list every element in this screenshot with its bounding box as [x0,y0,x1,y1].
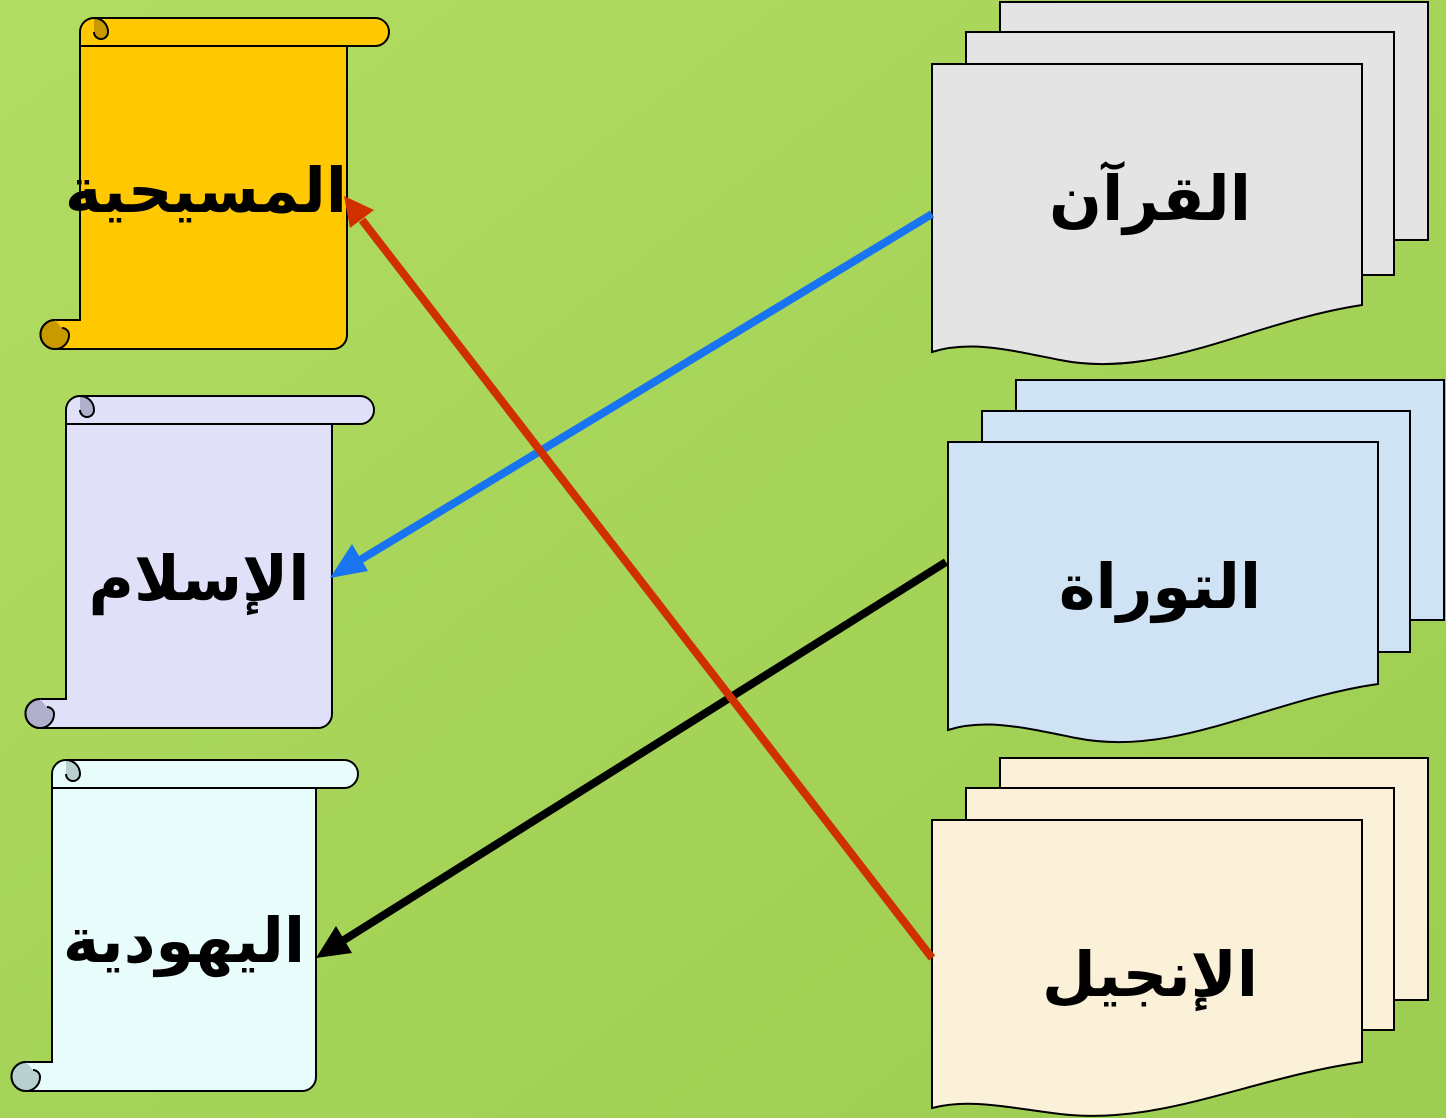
scroll-christianity[interactable] [39,17,390,351]
arrow-quran-to-islam [330,210,935,578]
scroll-islam[interactable] [24,395,375,730]
arrow-gospel-to-christianity [344,196,936,961]
label-torah: التوراة [1058,550,1262,623]
scroll-judaism[interactable] [10,759,359,1093]
doc-stack-torah[interactable] [947,379,1445,744]
label-christianity: المسيحية [64,154,347,227]
label-quran: القرآن [1049,162,1251,235]
doc-stack-gospel[interactable] [931,757,1429,1117]
label-gospel: الإنجيل [1041,938,1259,1011]
label-judaism: اليهودية [62,904,306,977]
label-islam: الإسلام [88,542,310,615]
arrow-torah-to-judaism [316,558,949,958]
doc-stack-quran[interactable] [931,1,1429,366]
